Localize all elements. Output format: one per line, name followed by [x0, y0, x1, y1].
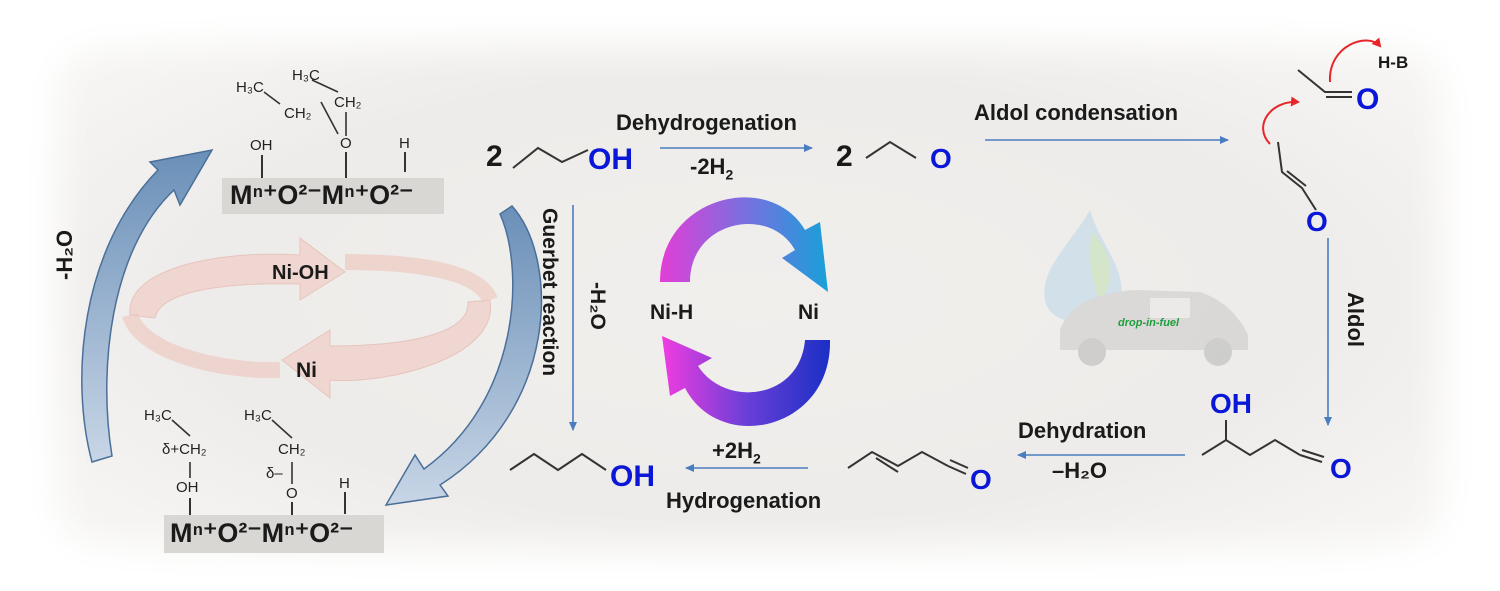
- butanol-oh: OH: [610, 460, 655, 493]
- surface-top-ch2: CH₂: [284, 105, 312, 122]
- surface-top-plate: [222, 178, 444, 214]
- crotonaldehyde-skeleton: [847, 450, 949, 469]
- acetaldehyde-o: O: [930, 143, 952, 174]
- ni-h-label: Ni-H: [650, 301, 694, 324]
- butanol-skeleton: [509, 452, 607, 472]
- surface-bottom-plate: [164, 515, 384, 553]
- drop-in-fuel-text: drop-in-fuel: [1118, 317, 1180, 329]
- acetaldehyde-skeleton-2: [1277, 141, 1317, 211]
- acetaldehyde-skeleton: [865, 140, 917, 159]
- surface-bottom-metal-row: Mⁿ⁺O²⁻Mⁿ⁺O²⁻: [170, 518, 354, 548]
- dehydration-label: Dehydration: [1018, 418, 1147, 443]
- ni-left-label: Ni: [296, 359, 317, 382]
- surface-top-h3c-b: H₃C: [292, 67, 320, 84]
- surface-top-ch2-b: CH₂: [334, 94, 362, 111]
- ni-label: Ni: [798, 301, 819, 324]
- ethanol-skeleton: [512, 146, 589, 169]
- surface-bottom-ch2-b: CH₂: [278, 441, 306, 458]
- red-curved-arrow-mid: [1262, 96, 1300, 145]
- surface-bottom-ch2: δ+CH₂: [162, 441, 207, 458]
- ring-top: [129, 236, 346, 319]
- surface-top-h3c: H₃C: [236, 79, 264, 96]
- surface-top-metal-row: Mⁿ⁺O²⁻Mⁿ⁺O²⁻: [230, 180, 414, 210]
- cycle-top-arrow: [660, 197, 828, 292]
- enolate-o: O: [1356, 83, 1380, 116]
- surface-bottom-o: O: [286, 485, 298, 502]
- guerbet-reaction-label: Guerbet reaction: [538, 208, 561, 377]
- ethanol-oh: OH: [588, 143, 633, 176]
- left-h2o-label: -H₂O: [52, 229, 77, 280]
- acetaldehyde-coefficient: 2: [836, 140, 853, 173]
- crotonaldehyde-o: O: [970, 464, 992, 495]
- cycle-bottom-arrow: [662, 336, 831, 427]
- aldol-product-o: O: [1330, 453, 1352, 484]
- minus-2h2-label: -2H2: [690, 154, 734, 183]
- acetaldehyde-o-2: O: [1306, 206, 1328, 237]
- right-curved-arrow: [384, 205, 543, 506]
- hydrogenation-label: Hydrogenation: [666, 488, 822, 513]
- dehydrogenation-label: Dehydrogenation: [616, 110, 797, 135]
- aldol-condensation-label: Aldol condensation: [974, 100, 1179, 125]
- surface-bottom-oh: OH: [176, 479, 199, 496]
- drop-in-fuel-logo: [1044, 210, 1248, 366]
- ring-bottom: [281, 299, 491, 400]
- paper-background: [28, 14, 1472, 580]
- surface-bottom-h: H: [339, 475, 350, 492]
- aldol-label: Aldol: [1343, 292, 1368, 347]
- left-curved-arrow: [81, 148, 214, 463]
- guerbet-h2o-label: -H₂O: [586, 282, 609, 330]
- plus-2h2-label: +2H2: [712, 438, 761, 467]
- ethanol-coefficient: 2: [486, 140, 503, 173]
- dehydration-h2o-label: –H₂O: [1052, 458, 1108, 483]
- aldol-product-skeleton: [1201, 438, 1301, 457]
- ni-oh-label: Ni-OH: [272, 262, 329, 284]
- surface-bottom-h3c: H₃C: [144, 407, 172, 424]
- surface-top-o: O: [340, 135, 352, 152]
- hb-label: H-B: [1378, 53, 1409, 72]
- enolate-skeleton: [1297, 69, 1352, 93]
- surface-top-h: H: [399, 135, 410, 152]
- aldol-product-oh: OH: [1210, 388, 1252, 419]
- red-curved-arrow-top: [1328, 37, 1382, 83]
- surface-top-oh: OH: [250, 137, 273, 154]
- surface-bottom-delta: δ–: [266, 465, 283, 482]
- surface-bottom-h3c-b: H₃C: [244, 407, 272, 424]
